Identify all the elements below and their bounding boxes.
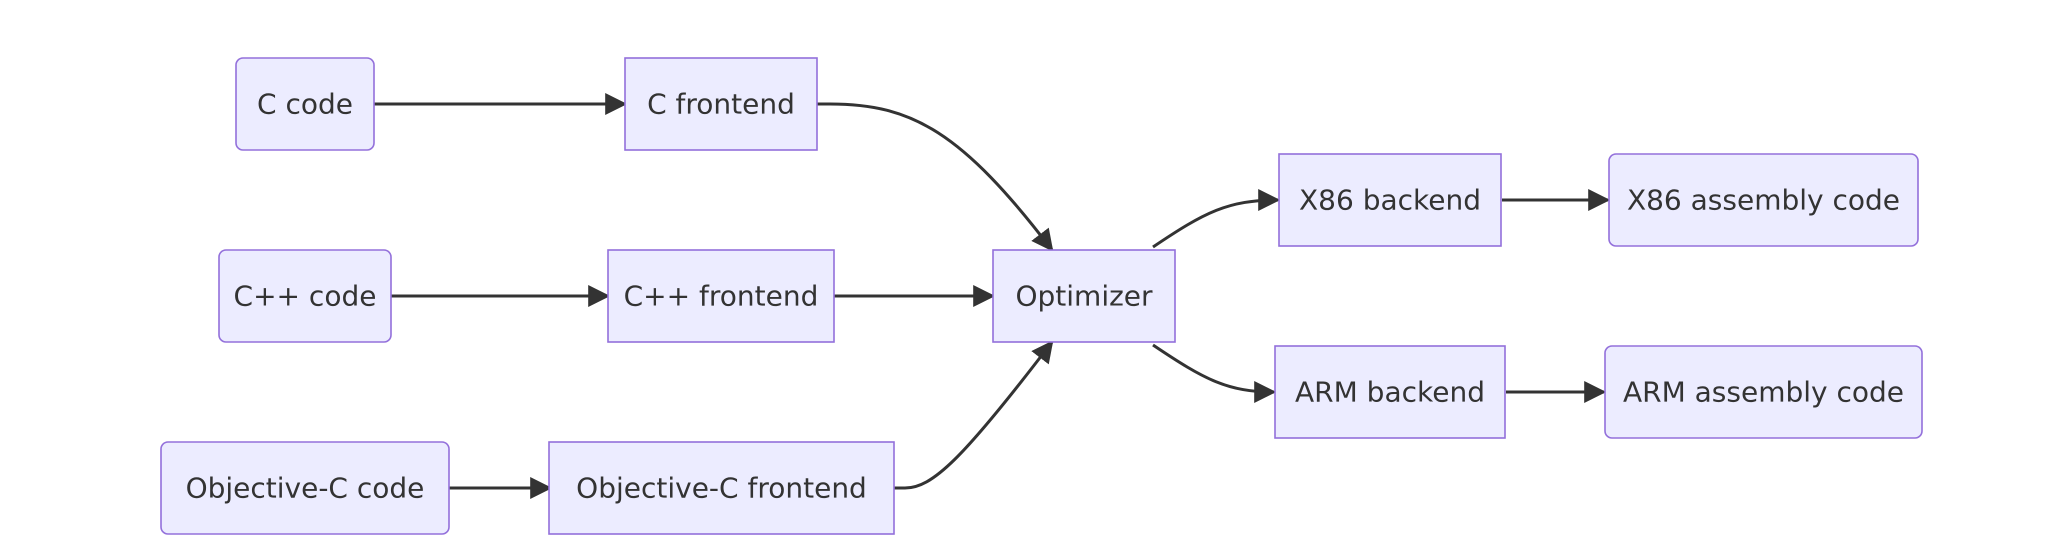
node-x86-backend: X86 backend [1278, 153, 1502, 247]
node-c-code: C code [235, 57, 375, 151]
node-label: ARM backend [1295, 376, 1485, 409]
node-label: ARM assembly code [1623, 376, 1904, 409]
node-objc-frontend: Objective-C frontend [548, 441, 895, 535]
node-objc-code: Objective-C code [160, 441, 450, 535]
node-label: Optimizer [1015, 280, 1153, 313]
edges [374, 93, 1611, 499]
node-label: C frontend [647, 88, 795, 121]
node-x86-assembly-code: X86 assembly code [1608, 153, 1919, 247]
node-label: Objective-C code [186, 472, 425, 505]
node-label: C code [257, 88, 353, 121]
edge-c-frontend-to-optimizer [817, 102, 1054, 252]
node-label: X86 backend [1299, 184, 1481, 217]
node-optimizer: Optimizer [992, 249, 1176, 343]
node-label: X86 assembly code [1627, 184, 1900, 217]
node-label: Objective-C frontend [576, 472, 867, 505]
edge-objc-frontend-to-optimizer [894, 340, 1054, 490]
node-label: C++ frontend [624, 280, 819, 313]
node-cpp-frontend: C++ frontend [607, 249, 835, 343]
edge-optimizer-to-arm-backend [1152, 343, 1277, 403]
node-arm-backend: ARM backend [1274, 345, 1506, 439]
edge-optimizer-to-x86-backend [1152, 189, 1281, 249]
node-cpp-code: C++ code [218, 249, 392, 343]
node-arm-assembly-code: ARM assembly code [1604, 345, 1923, 439]
node-label: C++ code [234, 280, 377, 313]
node-c-frontend: C frontend [624, 57, 818, 151]
